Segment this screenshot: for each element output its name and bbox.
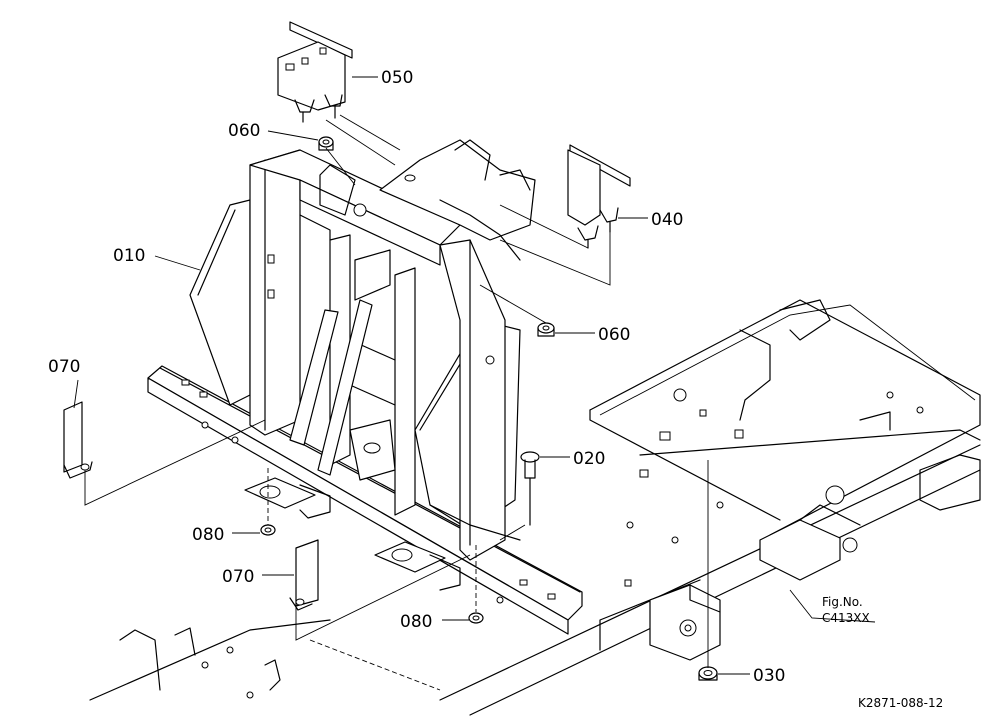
callout-080-left: 080 (192, 525, 224, 545)
leader-lines (73, 76, 876, 675)
bolt-020 (520, 451, 540, 526)
bracket-050 (277, 21, 353, 123)
nut-030 (698, 666, 718, 681)
plate-070-right (289, 539, 319, 611)
callout-050: 050 (381, 68, 413, 88)
drawing-id: K2871-088-12 (858, 696, 943, 710)
fig-ref-label: Fig.No. (822, 595, 863, 609)
fig-ref-number: C413XX (822, 611, 870, 625)
tractor-frame (89, 299, 981, 716)
callout-labels: 050 060 040 010 060 070 020 080 070 080 … (48, 68, 943, 710)
callout-060-top: 060 (228, 121, 260, 141)
support-frame-010 (189, 139, 536, 561)
nut-060-top (318, 136, 334, 151)
plate-070-left (63, 401, 93, 479)
callout-060-right: 060 (598, 325, 630, 345)
callout-010: 010 (113, 246, 145, 266)
callout-040: 040 (651, 210, 683, 230)
bracket-040 (567, 144, 631, 249)
nut-080-left (260, 524, 276, 536)
callout-070-left: 070 (48, 357, 80, 377)
assembly-lines (84, 114, 709, 668)
callout-070-right: 070 (222, 567, 254, 587)
nut-060-right (537, 322, 555, 337)
callout-030: 030 (753, 666, 785, 686)
callout-020: 020 (573, 449, 605, 469)
nut-080-right (468, 612, 484, 624)
callout-080-right: 080 (400, 612, 432, 632)
